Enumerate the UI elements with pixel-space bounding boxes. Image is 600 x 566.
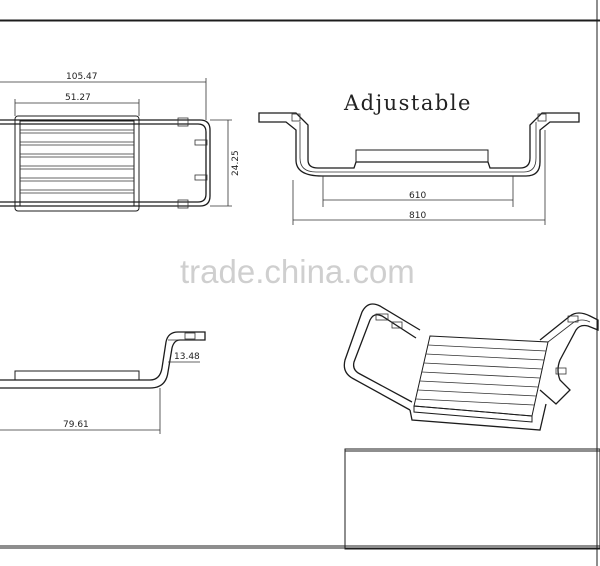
seat-slats [20,129,134,194]
dim-overall-width: 105.47 [66,72,98,82]
dim-side-length: 79.61 [63,420,89,430]
dim-depth: 24.25 [231,150,241,176]
heading-adjustable: Adjustable [343,91,472,115]
isometric-view [343,303,599,431]
front-view [258,112,580,225]
side-view [0,331,206,434]
watermark: trade.china.com [180,253,415,290]
dim-inner-width: 610 [409,191,426,201]
title-block [344,448,600,550]
dim-front-overall: 810 [409,211,426,221]
top-view [0,78,232,212]
dim-side-height: 13.48 [174,352,200,362]
dim-seat-width: 51.27 [65,93,91,103]
iso-seat-slats [415,344,547,406]
